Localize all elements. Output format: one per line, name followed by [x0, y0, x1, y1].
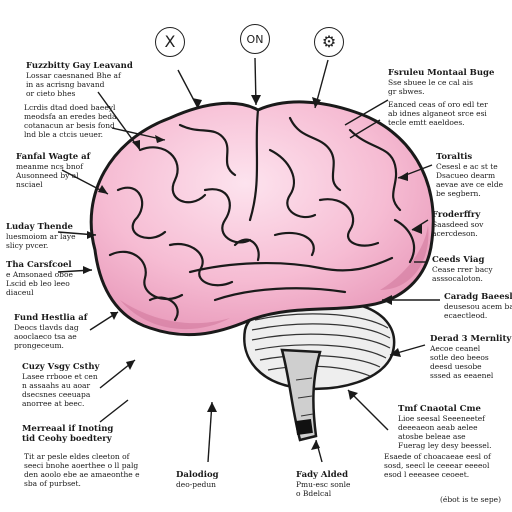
label-right-7: Derad 3 Mernlity Aecoe ceanel sotle deo … — [430, 334, 512, 380]
x-circle-icon: X — [155, 27, 185, 57]
leader-lines — [57, 57, 440, 463]
label-bottom-1: Dalodiog deo-pedun — [176, 470, 219, 489]
label-left-9: Tit ar pesle eldes cleeton of seeci bnoh… — [24, 452, 140, 488]
label-left-5: Tha Carsfcoel e Amsonaed oboe Lscid eb l… — [6, 260, 73, 297]
label-left-1: Fuzzbitty Gay Leavand Lossar caesnaned B… — [26, 61, 133, 98]
on-circle-icon: ON — [240, 24, 270, 54]
label-bottom-2: Fady Alded Pmu-esc sonle o Bdelcal — [296, 470, 351, 498]
cerebrum — [89, 100, 435, 337]
label-right-9: Esaede of choacaeae eesl of sosd, seecl … — [384, 452, 491, 479]
brain-gear-icon: ⚙ — [314, 27, 344, 57]
label-right-2: Eanced ceas of oro edl ter ab idnes alga… — [388, 100, 488, 127]
label-left-2: Lcrdis dtad doed baeeyl meodsfa an erede… — [24, 103, 117, 139]
label-right-4: Froderffry Saasdeed sov acercdeson. — [432, 210, 484, 238]
label-left-6: Fund Hestlia af Deocs tlavds dag aooclae… — [14, 313, 88, 350]
label-right-6: Caradg Baeesl deusesou acem bacd ecaectl… — [444, 292, 512, 320]
label-right-8: Tmf Cnaotal Cme Lioe seesal Seeeneetef d… — [398, 404, 492, 450]
label-left-4: Luday Thende luesmoiom ar laye slicy pvc… — [6, 222, 76, 250]
footer-note: (ébot is te sepe) — [440, 495, 501, 504]
label-left-3: Fanfal Wagte af meanme ncs bnof Ausonnee… — [16, 152, 91, 189]
label-left-7: Cuzy Vsgy Csthy Lasee rrbooe et cen n as… — [22, 362, 100, 408]
label-right-5: Ceeds Viag Cease rrer bacy asssocaloton. — [432, 255, 493, 283]
label-right-1: Fsruleu Montaal Buge Sse sbuee le ce cal… — [388, 68, 495, 96]
leader-arrowheads — [83, 95, 422, 450]
label-left-8: Merreaal if Inoting tid Ceohy boedtery — [22, 424, 114, 444]
brain-stem — [280, 348, 322, 442]
label-right-3: Toraltis Cesesl e ac st te Dsacueo dearm… — [436, 152, 504, 198]
